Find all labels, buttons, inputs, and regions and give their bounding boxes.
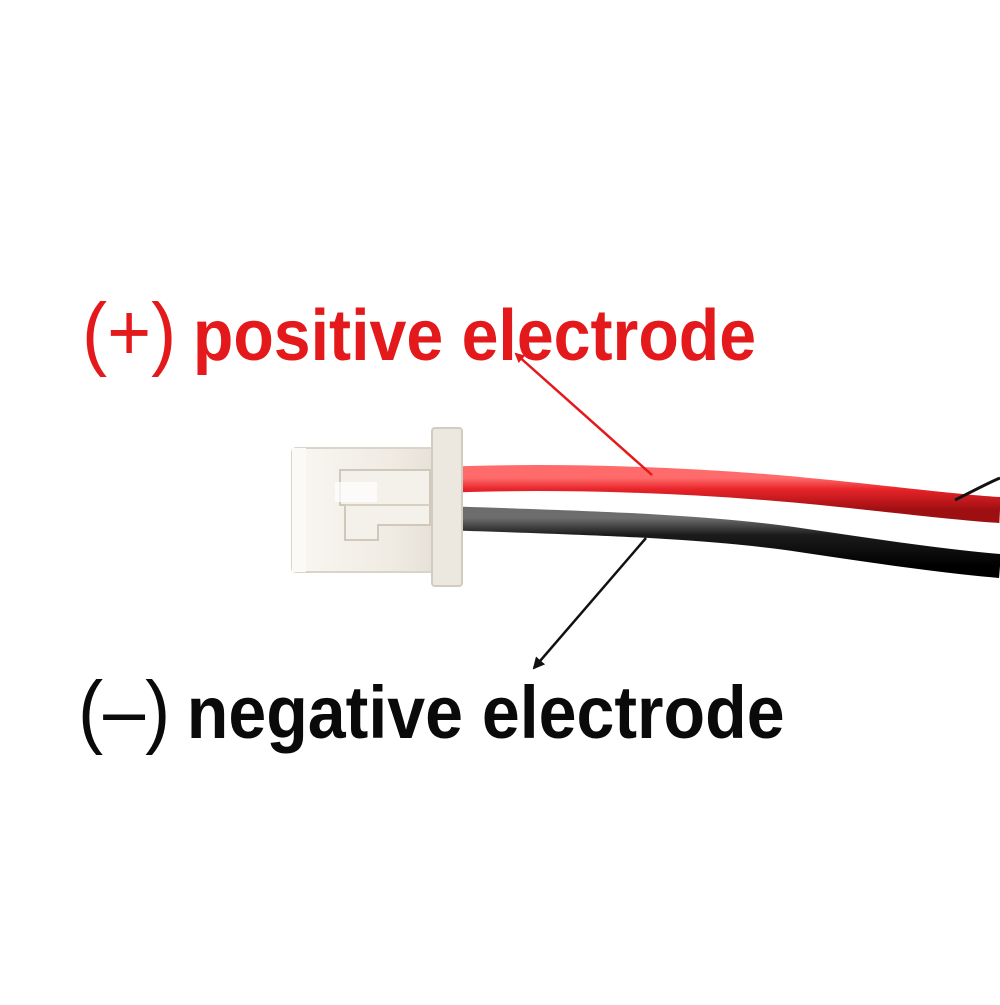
- negative-symbol: (–): [78, 665, 171, 756]
- red-wire: [439, 465, 1000, 523]
- negative-arrow: [532, 537, 647, 670]
- positive-symbol: (+): [82, 287, 177, 378]
- black-wire: [439, 506, 1000, 578]
- connector-housing: [291, 427, 463, 587]
- positive-arrow: [514, 352, 653, 476]
- negative-label-text: negative electrode: [186, 671, 785, 754]
- positive-electrode-label: (+)positive electrode: [82, 292, 756, 374]
- positive-label-text: positive electrode: [192, 296, 757, 376]
- black-wire-end: [954, 476, 1000, 502]
- negative-electrode-label: (–)negative electrode: [78, 670, 785, 752]
